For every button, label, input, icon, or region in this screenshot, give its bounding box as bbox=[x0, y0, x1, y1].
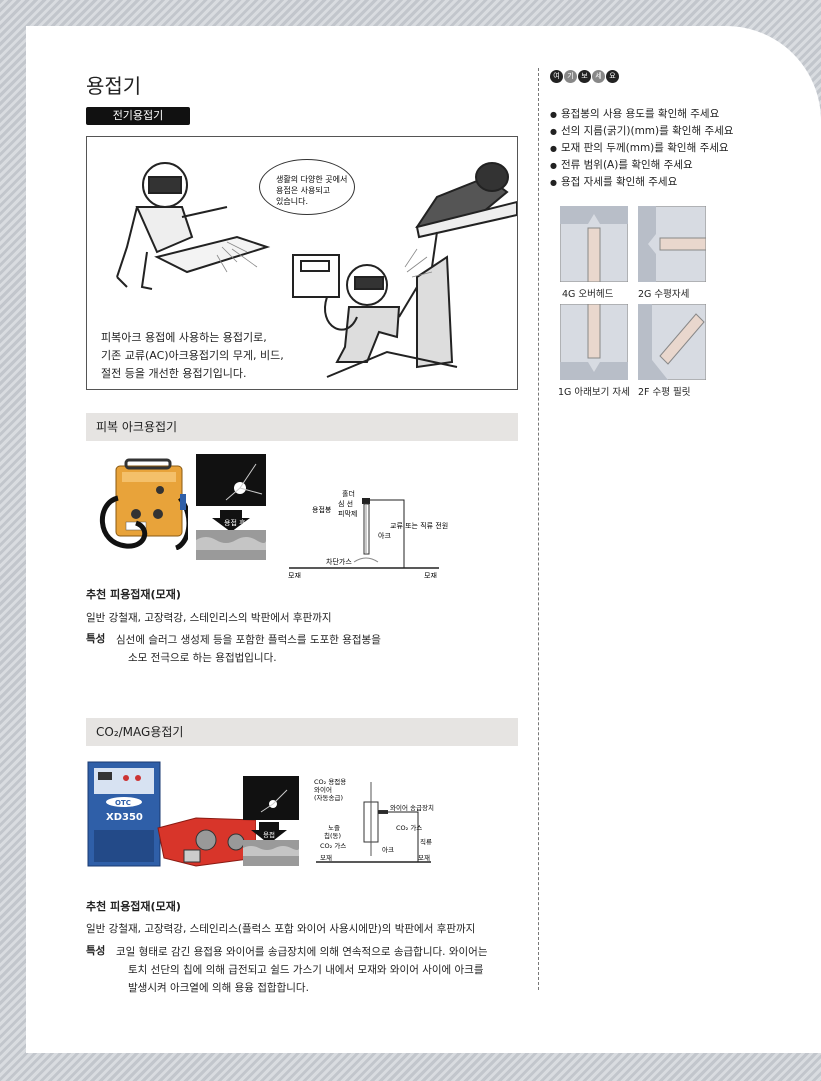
position-4g-overhead-figure bbox=[560, 206, 628, 282]
checklist-item: 용접 자세를 확인해 주세요 bbox=[550, 174, 733, 191]
diag1-base-right: 모재 bbox=[424, 572, 437, 578]
diag2-tip: 칩(동) bbox=[324, 831, 341, 840]
feature-2-line-3: 발생시켜 아크열에 의해 용융 접합합니다. bbox=[128, 982, 309, 994]
diag1-arc: 아크 bbox=[378, 531, 391, 540]
arc-welding-diagram: 홀더 심 선 피막제 용접봉 교류 또는 직류 전원 아크 차단가스 모재 모재 bbox=[288, 489, 448, 578]
feature-1-line-1: 심선에 슬러그 생성제 등을 포함한 플럭스를 도포한 용접봉을 bbox=[116, 634, 381, 646]
diag2-base-left: 모재 bbox=[320, 854, 332, 862]
material-label-2: 추천 피용접재(모재) bbox=[86, 900, 181, 913]
diag2-nozzle: 노즐 bbox=[328, 824, 340, 832]
check-badge-char-2: 기 bbox=[564, 70, 577, 83]
checklist-item: 용접봉의 사용 용도를 확인해 주세요 bbox=[550, 106, 733, 123]
section-heading-co2-mag: CO₂/MAG용접기 bbox=[86, 718, 518, 746]
intro-line-2: 기존 교류(AC)아크용접기의 무게, 비드, bbox=[101, 349, 284, 362]
diag2-base-right: 모재 bbox=[418, 854, 430, 862]
page-title: 용접기 bbox=[86, 74, 142, 98]
feature-2-line-1: 코일 형태로 감긴 용접용 와이어를 송급장치에 의해 연속적으로 송급합니다.… bbox=[116, 946, 488, 958]
diag1-electrode: 용접봉 bbox=[312, 506, 332, 514]
check-here-badge: 여 기 보 세 요 bbox=[550, 70, 619, 83]
diag2-wire-1: CO₂ 용접용 bbox=[314, 778, 346, 786]
co2-weld-label: 용접 bbox=[263, 831, 275, 839]
check-badge-char-4: 세 bbox=[592, 70, 605, 83]
diag2-dc: 직류 bbox=[420, 837, 432, 846]
section-heading-covered-arc: 피복 아크용접기 bbox=[86, 413, 518, 441]
speech-bubble: 생활의 다양한 곳에서 용접은 사용되고 있습니다. bbox=[259, 159, 355, 215]
diag1-power: 교류 또는 직류 전원 bbox=[390, 521, 448, 530]
position-1g-flat-figure bbox=[560, 304, 628, 380]
material-label-1: 추천 피용접재(모재) bbox=[86, 588, 181, 601]
material-text-1: 일반 강철재, 고장력강, 스테인리스의 박판에서 후판까지 bbox=[86, 612, 332, 624]
page: 용접기 전기용접기 bbox=[26, 26, 821, 1053]
checklist-item: 선의 지름(굵기)(mm)를 확인해 주세요 bbox=[550, 123, 733, 140]
checklist-item: 전류 범위(A)를 확인해 주세요 bbox=[550, 157, 733, 174]
bubble-line-3: 있습니다. bbox=[276, 197, 308, 206]
position-1g-caption: 1G 아래보기 자세 bbox=[558, 387, 630, 398]
diag1-holder: 홀더 bbox=[342, 489, 355, 498]
material-text-2: 일반 강철재, 고장력강, 스테인리스(플럭스 포함 와이어 사용시에만)의 박… bbox=[86, 923, 476, 935]
arc-weld-photo: 용접 후 bbox=[196, 454, 266, 560]
diag1-flux: 피막제 bbox=[338, 509, 357, 518]
feature-key-1: 특성 bbox=[86, 633, 106, 645]
feature-text-2: 코일 형태로 감긴 용접용 와이어를 송급장치에 의해 연속적으로 송급합니다.… bbox=[116, 943, 487, 997]
arc-weld-label: 용접 후 bbox=[224, 519, 246, 527]
co2-welding-diagram: CO₂ 용접용 와이어 (자동송급) 와이어 송급장치 노즐 칩(동) CO₂ … bbox=[314, 778, 434, 863]
intro-description: 피복아크 용접에 사용하는 용접기로, 기존 교류(AC)아크용접기의 무게, … bbox=[101, 329, 284, 383]
arc-welder-machine-image bbox=[100, 458, 188, 550]
co2-brand: OTC bbox=[115, 799, 131, 807]
feature-text-1: 심선에 슬러그 생성제 등을 포함한 플럭스를 도포한 용접봉을 소모 전극으로… bbox=[116, 631, 381, 667]
co2-welder-machine-image: OTC XD350 bbox=[87, 761, 256, 867]
diag2-wire-2: 와이어 bbox=[314, 785, 332, 794]
co2-model: XD350 bbox=[106, 812, 143, 823]
subtitle-badge: 전기용접기 bbox=[86, 107, 190, 125]
intro-line-3: 절전 등을 개선한 용접기입니다. bbox=[101, 367, 247, 380]
position-2f-fillet-figure bbox=[638, 304, 706, 380]
checklist: 용접봉의 사용 용도를 확인해 주세요 선의 지름(굵기)(mm)를 확인해 주… bbox=[550, 106, 733, 191]
diag2-wire-3: (자동송급) bbox=[314, 793, 343, 802]
bubble-line-1: 생활의 다양한 곳에서 bbox=[276, 175, 348, 184]
diag1-gas: 차단가스 bbox=[326, 557, 352, 566]
column-divider bbox=[538, 68, 539, 990]
position-2g-caption: 2G 수평자세 bbox=[638, 289, 690, 300]
feature-1-line-2: 소모 전극으로 하는 용접법입니다. bbox=[128, 652, 277, 664]
position-2f-caption: 2F 수평 필릿 bbox=[638, 387, 691, 398]
feature-2-line-2: 토치 선단의 칩에 의해 급전되고 쉴드 가스기 내에서 모재와 와이어 사이에… bbox=[128, 964, 484, 976]
co2-weld-photo: 용접 bbox=[243, 776, 299, 866]
checklist-item: 모재 판의 두께(mm)를 확인해 주세요 bbox=[550, 140, 733, 157]
diag1-core: 심 선 bbox=[338, 499, 353, 508]
intro-line-1: 피복아크 용접에 사용하는 용접기로, bbox=[101, 331, 267, 344]
check-badge-char-5: 요 bbox=[606, 70, 619, 83]
diag2-gas-left: CO₂ 가스 bbox=[320, 841, 346, 850]
feature-key-2: 특성 bbox=[86, 945, 106, 957]
diag2-feeder: 와이어 송급장치 bbox=[390, 803, 434, 812]
bubble-line-2: 용접은 사용되고 bbox=[276, 186, 331, 195]
intro-illustration-box: 생활의 다양한 곳에서 용접은 사용되고 있습니다. 피복아크 용접에 사용하는… bbox=[86, 136, 518, 390]
welders-illustration bbox=[116, 162, 517, 378]
diag2-arc: 아크 bbox=[382, 845, 394, 854]
check-badge-char-3: 보 bbox=[578, 70, 591, 83]
position-2g-horizontal-figure bbox=[638, 206, 706, 282]
position-4g-caption: 4G 오버헤드 bbox=[562, 289, 614, 300]
diag1-base-left: 모재 bbox=[288, 572, 301, 578]
check-badge-char-1: 여 bbox=[550, 70, 563, 83]
diag2-gas-right: CO₂ 가스 bbox=[396, 823, 422, 832]
